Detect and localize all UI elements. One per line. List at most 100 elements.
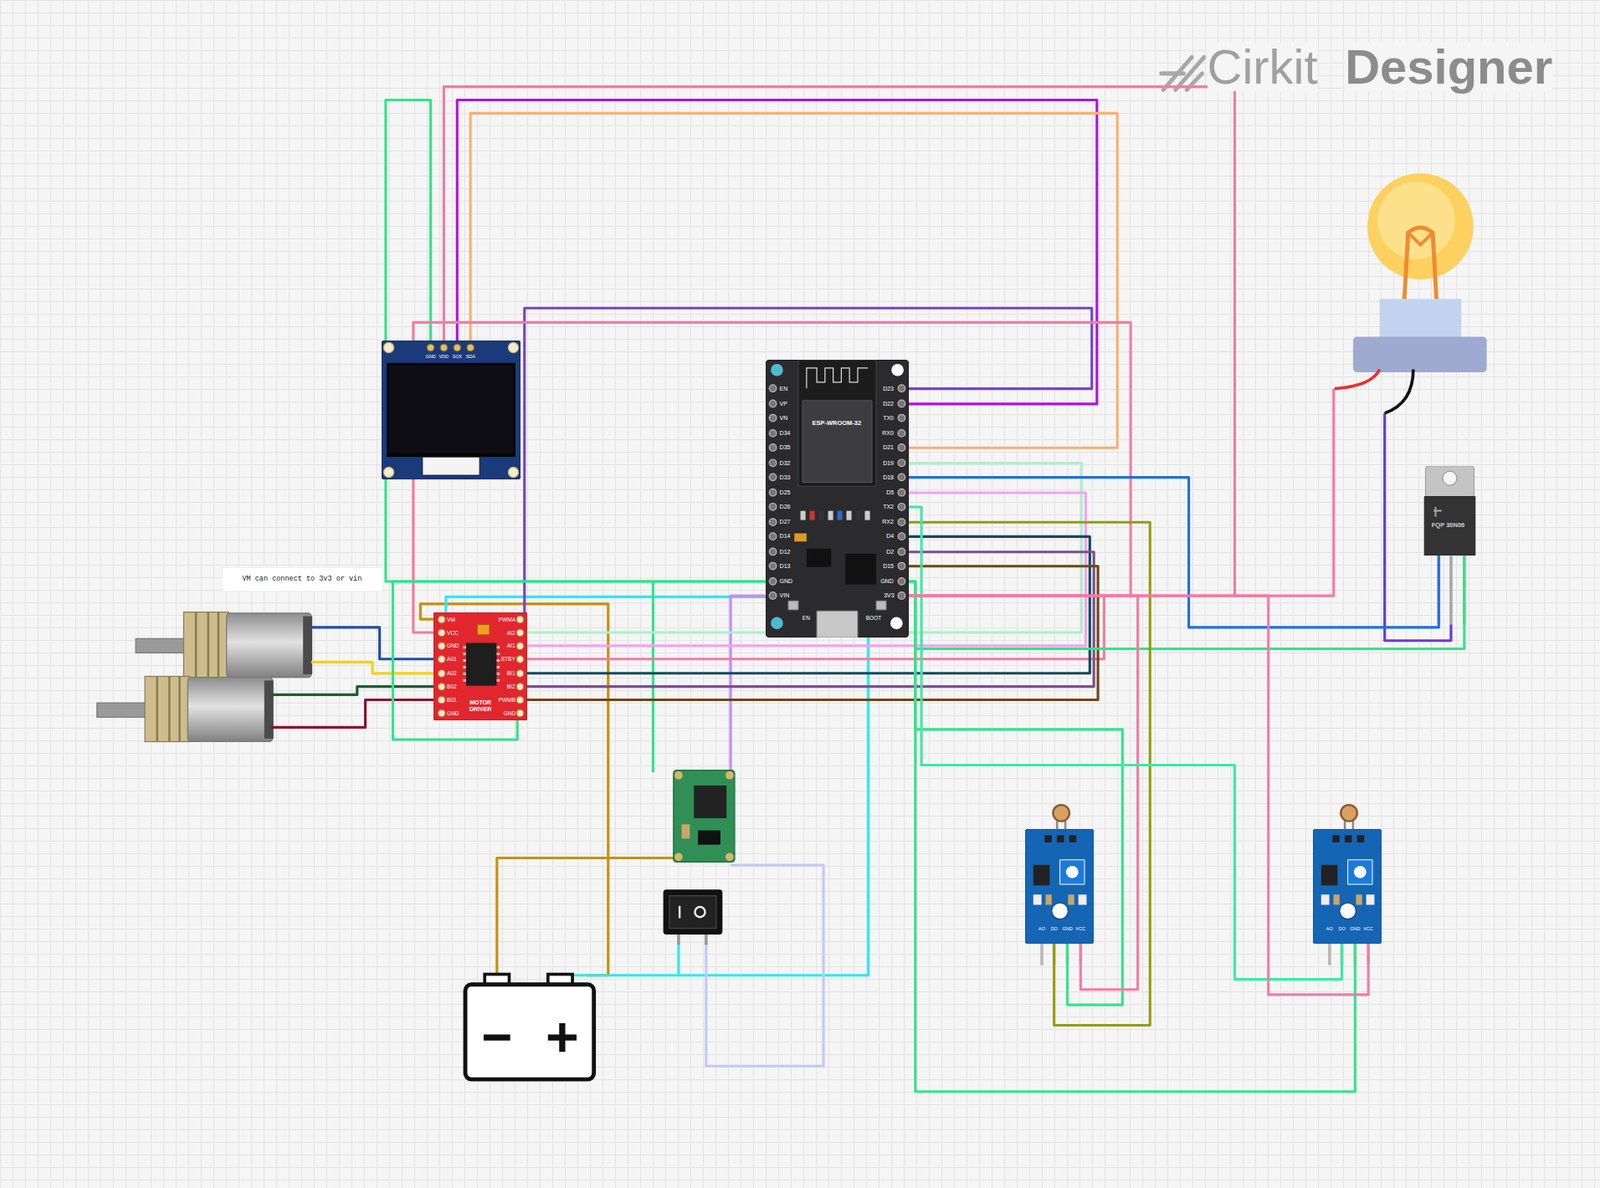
battery: [465, 984, 595, 1080]
board-graphic: [769, 459, 777, 467]
pin-label: TX2: [882, 503, 894, 511]
pin-label: VCC: [446, 630, 459, 636]
board-graphic: [516, 655, 524, 663]
board-graphic: [438, 629, 447, 637]
board-graphic: [516, 709, 524, 718]
button-label: EN: [802, 615, 811, 621]
watermark: Cirkit: [1207, 42, 1318, 92]
board-graphic: [897, 474, 906, 483]
board-graphic: [769, 578, 777, 586]
board-graphic: [769, 430, 777, 438]
pin-label: VDD: [438, 353, 449, 359]
board-graphic: [897, 548, 906, 557]
board-graphic: [1068, 895, 1075, 906]
board-graphic: [769, 533, 777, 541]
board-graphic: [836, 511, 842, 521]
wire: [706, 865, 824, 1067]
pin-label: GND: [446, 642, 459, 649]
pin-label: SCK: [452, 353, 462, 359]
board-graphic: [438, 615, 447, 624]
pin-label: GND: [425, 353, 436, 359]
esp32-board: ESP-WROOM-32ENVPVND34D35D32D33D25D26D27D…: [765, 359, 909, 638]
board-graphic: [438, 682, 447, 691]
board-graphic: [463, 646, 467, 649]
buck-converter: [697, 830, 721, 846]
pin-label: D15: [882, 563, 894, 570]
board-graphic: [769, 518, 777, 527]
pin-label: BI2: [507, 683, 516, 690]
board-graphic: [381, 340, 521, 480]
gear-motor: [264, 680, 274, 739]
board-graphic: [769, 474, 777, 483]
pin-label: STBY: [501, 656, 516, 662]
board-graphic: [1344, 835, 1353, 844]
light-bulb: [1408, 232, 1433, 246]
board-graphic: [897, 563, 906, 571]
pin-label: D26: [779, 503, 791, 511]
watermark: Designer: [1344, 42, 1553, 92]
board-graphic: [1424, 497, 1476, 557]
gear-motor: [135, 612, 313, 678]
pin-label: GND: [1061, 926, 1072, 932]
board-graphic: [794, 533, 807, 543]
board-graphic: [433, 612, 528, 721]
board-graphic: [805, 368, 867, 389]
board-graphic: [765, 359, 909, 638]
gear-motor: [187, 677, 272, 743]
board-graphic: [769, 548, 777, 557]
board-graphic: [897, 459, 906, 467]
board-graphic: [897, 400, 906, 409]
pin-label: D27: [779, 518, 791, 526]
board-graphic: [897, 415, 906, 423]
board-graphic: [381, 340, 521, 480]
battery: [483, 1023, 577, 1052]
pin-label: D5: [886, 489, 894, 497]
board-graphic: [1051, 902, 1069, 920]
wire: [908, 522, 1151, 1026]
board-graphic: [1312, 829, 1382, 944]
light-bulb: [1384, 369, 1414, 413]
illustration: [97, 56, 1488, 1080]
board-graphic: [463, 666, 467, 669]
button-label: BOOT: [866, 615, 882, 621]
pin-label: RX2: [882, 518, 894, 526]
wire: [311, 661, 434, 673]
board-graphic: [1348, 860, 1373, 885]
wire: [908, 581, 1124, 1006]
board-graphic: [1321, 865, 1339, 886]
board-graphic: [453, 344, 462, 353]
board-graphic: [1069, 835, 1077, 844]
light-bulb: [1377, 181, 1456, 260]
board-graphic: [1339, 902, 1357, 920]
light-bulb: [1379, 298, 1462, 340]
board-graphic: [897, 518, 906, 527]
board-graphic: [497, 666, 501, 669]
oled-display: GNDVDDSCKSDA: [381, 340, 521, 480]
pin-label: D2: [886, 548, 894, 556]
board-graphic: [769, 384, 777, 393]
pin-label: GND: [503, 710, 516, 717]
wire: [908, 595, 1370, 995]
sensor-pins: [1329, 943, 1369, 966]
wire: [443, 87, 1235, 596]
board-graphic: [770, 617, 784, 631]
board-graphic: [1321, 895, 1330, 906]
pin-label: GND: [880, 578, 894, 585]
pin-label: DO: [1338, 926, 1345, 932]
board-graphic: [845, 553, 877, 585]
board-graphic: [463, 678, 467, 682]
board-graphic: [516, 642, 524, 651]
pin-label: B01: [446, 697, 457, 703]
logo-icon: [1161, 56, 1205, 90]
pin-label: D34: [779, 430, 791, 437]
pin-label: DO: [1051, 926, 1058, 932]
board-graphic: [1423, 466, 1477, 556]
board-graphic: [389, 365, 514, 454]
board-graphic: [802, 400, 872, 483]
board-graphic: [897, 444, 906, 452]
board-graphic: [516, 696, 524, 704]
motor-driver: VMVCCGNDA01A02B02B01GNDPWMAAI2AI1STBYBI1…: [433, 612, 528, 721]
wire: [271, 687, 434, 696]
board-graphic: [798, 359, 877, 487]
buck-converter: [693, 785, 727, 819]
